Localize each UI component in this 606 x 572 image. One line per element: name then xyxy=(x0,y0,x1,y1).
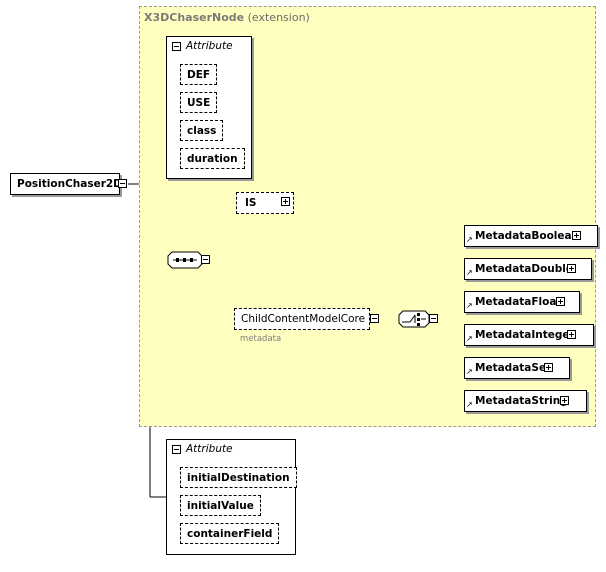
expand-icon[interactable] xyxy=(572,231,581,240)
is-element-label: IS xyxy=(245,197,257,209)
attribute-container-field[interactable]: containerField xyxy=(180,523,280,544)
element-ref-metadata-double[interactable]: ↗MetadataDouble xyxy=(464,258,593,280)
collapse-icon[interactable] xyxy=(118,179,127,188)
extension-title: X3DChaserNode (extension) xyxy=(144,11,310,24)
expand-icon[interactable] xyxy=(281,197,290,206)
is-element[interactable]: IS xyxy=(236,192,294,214)
collapse-icon[interactable] xyxy=(429,314,438,323)
reference-arrow-icon: ↗ xyxy=(466,367,473,376)
expand-icon[interactable] xyxy=(567,264,576,273)
element-ref-metadata-string[interactable]: ↗MetadataString xyxy=(464,390,587,412)
reference-arrow-icon: ↗ xyxy=(466,334,473,343)
collapse-icon[interactable] xyxy=(172,42,181,51)
reference-arrow-icon: ↗ xyxy=(466,400,473,409)
attribute-group-header: Attribute xyxy=(186,443,233,455)
collapse-icon[interactable] xyxy=(201,255,210,264)
attribute-group-header: Attribute xyxy=(186,40,233,52)
element-ref-label: MetadataDouble xyxy=(475,263,574,275)
element-ref-label: MetadataFloat xyxy=(475,296,562,308)
root-element-label: PositionChaser2D xyxy=(17,178,122,190)
expand-icon[interactable] xyxy=(544,363,553,372)
element-ref-metadata-set[interactable]: ↗MetadataSet xyxy=(464,357,571,379)
element-ref-metadata-boolean[interactable]: ↗MetadataBoolean xyxy=(464,225,599,247)
element-ref-label: MetadataSet xyxy=(475,362,552,374)
group-ref-child-content[interactable]: ChildContentModelCore xyxy=(234,308,370,330)
group-ref-sublabel: metadata xyxy=(240,334,282,344)
extension-base-name: X3DChaserNode xyxy=(144,11,245,24)
element-ref-metadata-integer[interactable]: ↗MetadataInteger xyxy=(464,324,594,346)
attribute-initial-value[interactable]: initialValue xyxy=(180,495,261,516)
element-ref-label: MetadataInteger xyxy=(475,329,575,341)
attribute-class[interactable]: class xyxy=(180,120,224,141)
attribute-duration[interactable]: duration xyxy=(180,148,245,169)
attribute-use[interactable]: USE xyxy=(180,92,218,113)
expand-icon[interactable] xyxy=(567,330,576,339)
group-ref-label: ChildContentModelCore xyxy=(241,313,366,325)
element-ref-label: MetadataBoolean xyxy=(475,230,580,242)
attribute-initial-destination[interactable]: initialDestination xyxy=(180,467,297,488)
expand-icon[interactable] xyxy=(556,297,565,306)
element-ref-label: MetadataString xyxy=(475,395,568,407)
collapse-icon[interactable] xyxy=(172,445,181,454)
reference-arrow-icon: ↗ xyxy=(466,301,473,310)
attribute-def[interactable]: DEF xyxy=(180,64,218,85)
root-element[interactable]: PositionChaser2D xyxy=(10,173,122,195)
reference-arrow-icon: ↗ xyxy=(466,268,473,277)
reference-arrow-icon: ↗ xyxy=(466,235,473,244)
extension-suffix: (extension) xyxy=(244,11,310,24)
collapse-icon[interactable] xyxy=(370,314,379,323)
element-ref-metadata-float[interactable]: ↗MetadataFloat xyxy=(464,291,581,313)
expand-icon[interactable] xyxy=(560,396,569,405)
